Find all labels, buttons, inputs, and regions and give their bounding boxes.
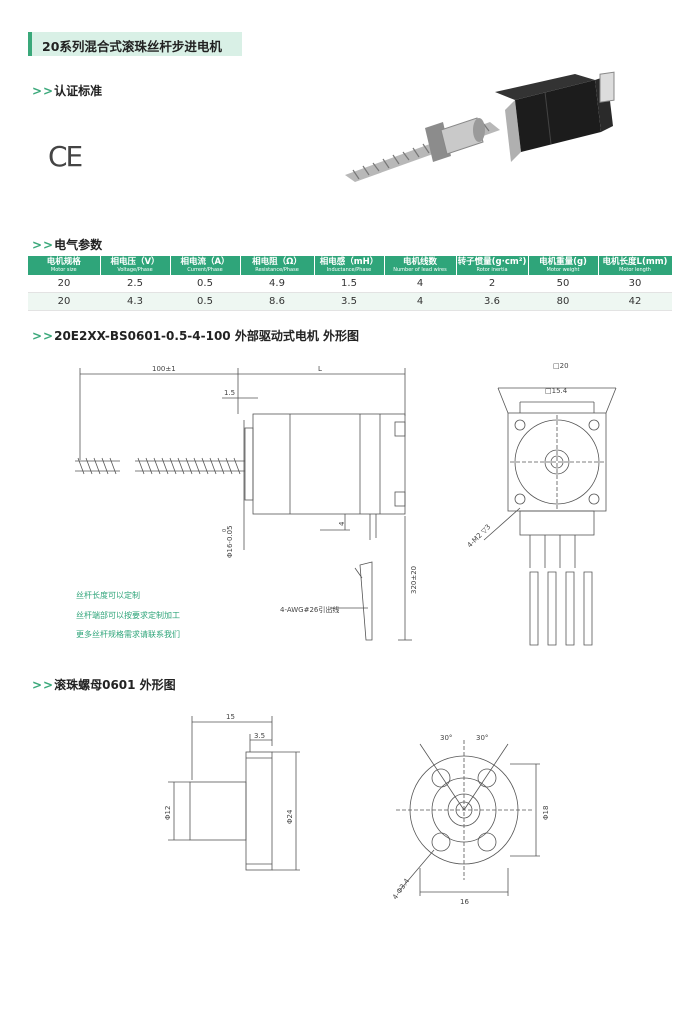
header-motor-length: 电机长度L(mm)Motor length bbox=[598, 256, 673, 275]
dim-nut-phi12: Φ12 bbox=[164, 806, 172, 820]
dim-320: 320±20 bbox=[410, 566, 418, 594]
motor-front-view bbox=[483, 387, 617, 646]
table-cell: 20 bbox=[28, 292, 100, 311]
motor-flange bbox=[244, 427, 254, 501]
table-cell: 30 bbox=[598, 275, 672, 293]
dim-phi16: Φ16-0.05 bbox=[226, 525, 234, 558]
dim-nut-3-5: 3.5 bbox=[254, 732, 265, 740]
section-cert-heading: >>认证标准 bbox=[32, 84, 103, 98]
page-title-tab: 20系列混合式滚珠丝杆步进电机 bbox=[28, 32, 242, 56]
nut-side-view bbox=[168, 716, 300, 871]
lead-wire-label: 4-AWG#26引出线 bbox=[280, 605, 339, 614]
motor-body-photo bbox=[495, 71, 615, 162]
table-cell: 0.5 bbox=[170, 275, 240, 293]
angle-30-right: 30° bbox=[476, 734, 488, 742]
table-cell: 4.3 bbox=[100, 292, 170, 311]
table-cell: 20 bbox=[28, 275, 100, 293]
table-cell: 3.5 bbox=[314, 292, 384, 311]
ball-nut-photo bbox=[425, 117, 485, 162]
table-cell: 80 bbox=[528, 292, 598, 311]
table-cell: 0.5 bbox=[170, 292, 240, 311]
dim-100: 100±1 bbox=[152, 365, 176, 373]
header-rotor-inertia: 转子惯量(g·cm²)Rotor inertia bbox=[456, 256, 529, 275]
dim-nut-15: 15 bbox=[226, 713, 235, 721]
section-electrical-heading: >>电气参数 bbox=[32, 238, 103, 252]
header-inductance: 相电感（mH）Inductance/Phase bbox=[314, 256, 385, 275]
table-cell: 50 bbox=[528, 275, 598, 293]
table-cell: 8.6 bbox=[240, 292, 314, 311]
table-cell: 42 bbox=[598, 292, 672, 311]
header-resistance: 相电阻（Ω）Resistance/Phase bbox=[240, 256, 315, 275]
table-cell: 2 bbox=[456, 275, 528, 293]
product-photo bbox=[345, 71, 615, 182]
section-outline-heading: >>20E2XX-BS0601-0.5-4-100 外部驱动式电机 外形图 bbox=[32, 329, 360, 343]
page-title: 20系列混合式滚珠丝杆步进电机 bbox=[42, 39, 222, 54]
dim-nut-phi24: Φ24 bbox=[286, 809, 294, 824]
dim-square-15-4: □15.4 bbox=[545, 387, 568, 395]
note-1: 丝杆长度可以定制 bbox=[76, 591, 140, 600]
screw-thread-left bbox=[75, 457, 120, 475]
dim-1-5: 1.5 bbox=[224, 389, 235, 397]
table-cell: 1.5 bbox=[314, 275, 384, 293]
dim-nut-holes: 4-Φ3.4 bbox=[391, 877, 411, 901]
angle-30-left: 30° bbox=[440, 734, 452, 742]
note-2: 丝杆端部可以按要求定制加工 bbox=[76, 611, 180, 620]
nut-front-view bbox=[396, 740, 540, 896]
dim-square-20: □20 bbox=[553, 362, 569, 370]
table-cell: 3.6 bbox=[456, 292, 528, 311]
table-row: 20 2.5 0.5 4.9 1.5 4 2 50 30 bbox=[28, 275, 672, 293]
dim-tolerance: 0 bbox=[222, 529, 228, 532]
motor-outline-drawing: 100±1 L 1.5 Φ16-0.05 0 4 320±20 4-AWG#26… bbox=[75, 362, 617, 646]
header-motor-weight: 电机重量(g)Motor weight bbox=[528, 256, 599, 275]
table-cell: 4 bbox=[384, 292, 456, 311]
dim-L: L bbox=[318, 365, 322, 373]
dim-nut-16: 16 bbox=[460, 898, 469, 906]
section-nut-heading: >>滚珠螺母0601 外形图 bbox=[32, 678, 176, 692]
header-voltage: 相电压（V）Voltage/Phase bbox=[100, 256, 171, 275]
dim-nut-phi18: Φ18 bbox=[542, 806, 550, 820]
table-cell: 4.9 bbox=[240, 275, 314, 293]
table-cell: 2.5 bbox=[100, 275, 170, 293]
screw-thread-right bbox=[135, 457, 245, 475]
motor-body-side bbox=[252, 413, 406, 515]
table-cell: 4 bbox=[384, 275, 456, 293]
table-row: 20 4.3 0.5 8.6 3.5 4 3.6 80 42 bbox=[28, 292, 672, 311]
ball-nut-drawing: 15 3.5 Φ12 Φ24 30° 30° Φ18 16 4-Φ3.4 bbox=[164, 713, 550, 906]
header-current: 相电流（A）Current/Phase bbox=[170, 256, 241, 275]
dim-4: 4 bbox=[338, 521, 346, 526]
ce-mark-logo: CE bbox=[48, 140, 83, 173]
note-3: 更多丝杆规格需求请联系我们 bbox=[76, 630, 180, 639]
